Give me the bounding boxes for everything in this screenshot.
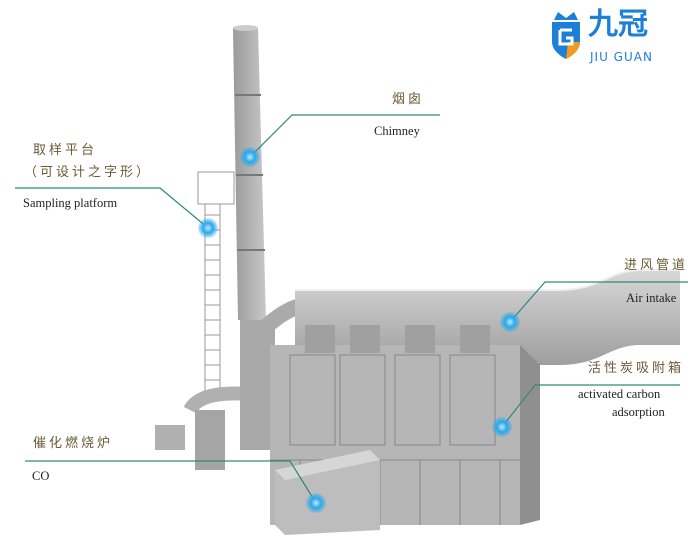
air-intake-label-en: Air intake — [626, 291, 677, 305]
carbon-label-cn: 活性炭吸附箱 — [588, 361, 685, 376]
chimney-marker — [240, 147, 260, 167]
co-marker — [306, 493, 326, 513]
leader-lines — [15, 114, 688, 504]
logo-text-cn: 九冠 — [588, 7, 648, 42]
catalytic-combustion-unit — [155, 410, 380, 535]
air-intake-duct — [295, 269, 680, 365]
marker-dots — [198, 147, 520, 513]
chimney-label-en: Chimney — [374, 124, 420, 138]
air-intake-marker — [500, 312, 520, 332]
jiuguan-logo: 九冠 JIU GUAN — [548, 8, 688, 72]
sampling-label-en: Sampling platform — [23, 196, 118, 210]
chimney-label-cn: 烟囱 — [392, 92, 425, 107]
logo-text-en: JIU GUAN — [590, 50, 653, 64]
carbon-label-en-1: activated carbon — [578, 387, 661, 401]
sampling-platform-ladder — [197, 171, 235, 400]
carbon-marker — [492, 417, 512, 437]
air-intake-label-cn: 进风管道 — [624, 258, 689, 273]
co-label-en: CO — [32, 469, 50, 483]
carbon-label-en-2: adsorption — [612, 405, 665, 419]
sampling-marker — [198, 218, 218, 238]
chimney-shape — [233, 25, 266, 320]
shield-logo-icon — [552, 12, 580, 59]
sampling-label-cn: 取样平台 — [33, 143, 98, 158]
co-label-cn: 催化燃烧炉 — [33, 436, 114, 451]
sampling-label-note: （可设计之字形） — [24, 165, 153, 180]
